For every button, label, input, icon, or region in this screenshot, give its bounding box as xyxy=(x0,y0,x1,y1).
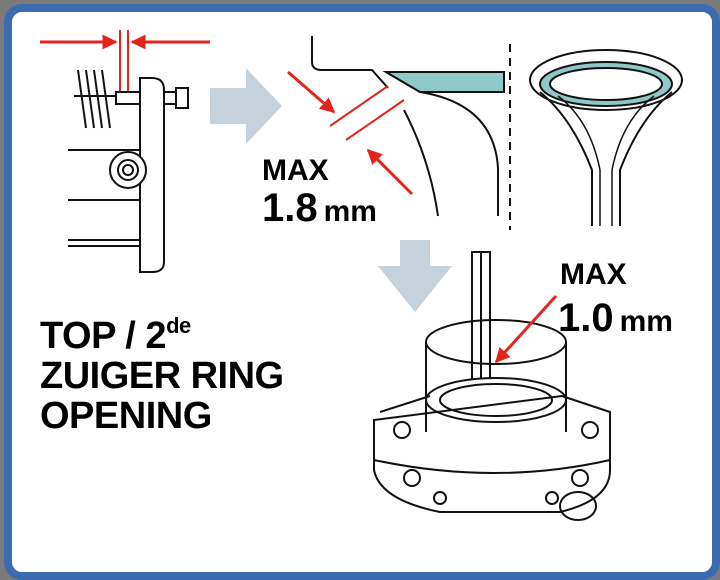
ring-gap-unit: mm xyxy=(619,305,673,338)
title-line-1: TOP / 2de xyxy=(40,315,191,357)
title-line-1-superscript: de xyxy=(166,313,191,338)
ring-gap-max-label: MAX xyxy=(560,258,627,291)
diagram-artwork xyxy=(40,30,683,521)
flow-arrow-right xyxy=(210,68,282,144)
flow-arrow-down xyxy=(378,240,452,312)
valve-illustration xyxy=(529,49,683,226)
title-line-3: OPENING xyxy=(40,395,212,437)
title-line-2: ZUIGER RING xyxy=(40,355,284,397)
valve-seat-max-label: MAX xyxy=(262,154,329,187)
valve-seat-value: 1.8 xyxy=(262,186,318,230)
ring-gap-value: 1.0 xyxy=(558,296,614,340)
piston-ring-gap-illustration xyxy=(373,251,611,521)
spring-clearance-illustration xyxy=(40,30,210,273)
valve-seat-unit: mm xyxy=(323,195,377,228)
title-line-1-main: TOP / 2 xyxy=(40,315,167,357)
valve-seat-illustration xyxy=(287,36,511,230)
